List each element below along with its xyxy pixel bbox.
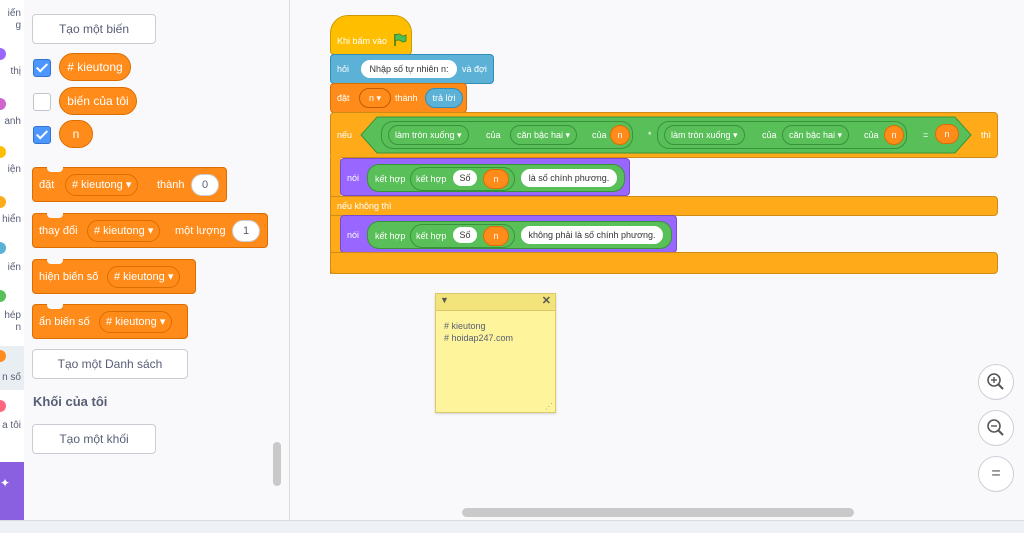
variable-reporter-kieutong[interactable]: # kieutong [59, 53, 131, 81]
category-variables-selected[interactable]: n số [0, 346, 24, 390]
resize-handle-icon[interactable]: ⋰ [545, 402, 553, 411]
category-sensing[interactable]: iến [0, 240, 24, 276]
variable-checkbox-kieutong[interactable] [33, 59, 51, 77]
zoom-in-icon[interactable] [978, 364, 1014, 400]
variable-reporter-my-variable[interactable]: biến của tôi [59, 87, 137, 115]
category-looks[interactable]: thị [0, 44, 24, 80]
value-field[interactable]: 1 [232, 220, 260, 242]
category-dot [0, 196, 6, 208]
extension-button[interactable]: ✦ [0, 462, 24, 520]
variable-reporter-n[interactable]: n [483, 169, 509, 189]
category-dot [0, 48, 6, 60]
text-field[interactable]: là số chính phương. [521, 169, 617, 187]
extension-icon: ✦ [0, 476, 11, 490]
set-n-block[interactable]: đặt n ▾ thành trả lời [330, 83, 467, 113]
make-block-button[interactable]: Tạo một khối [32, 424, 156, 454]
note-header[interactable]: ▼ ✕ [436, 294, 555, 311]
variable-reporter-n[interactable]: n [483, 226, 509, 246]
if-else-bottom [330, 252, 998, 274]
close-icon[interactable]: ✕ [541, 295, 551, 307]
say-block-1[interactable]: nói kết hợp kết hợp Số n là số chính phư… [340, 158, 630, 196]
variable-reporter-n[interactable]: n [59, 120, 93, 148]
answer-reporter[interactable]: trả lời [425, 88, 463, 108]
make-list-button[interactable]: Tạo một Danh sách [32, 349, 188, 379]
text-field[interactable]: không phải là số chính phương. [521, 226, 663, 244]
ask-prompt-field[interactable]: Nhập số tự nhiên n: [361, 60, 457, 78]
category-dot [0, 146, 6, 158]
if-else-block[interactable]: nếu thì làm tròn xuống ▾ của căn bậc hai… [330, 112, 998, 158]
join-operator-inner[interactable]: kết hợp Số n [410, 224, 515, 248]
category-sound[interactable]: anh [0, 94, 24, 130]
make-variable-button[interactable]: Tạo một biến [32, 14, 156, 44]
sqrt-dropdown[interactable]: căn bậc hai ▾ [782, 125, 850, 145]
say-block-2[interactable]: nói kết hợp kết hợp Số n không phải là s… [340, 215, 677, 253]
change-variable-block[interactable]: thay đổi # kieutong ▾ một lượng 1 [32, 213, 268, 248]
note-line: # kieutong [444, 321, 486, 331]
block-palette: Tạo một biến # kieutong biến của tôi n đ… [24, 0, 290, 520]
comment-note[interactable]: ▼ ✕ # kieutong # hoidap247.com ⋰ [435, 293, 556, 413]
text-field[interactable]: Số [453, 227, 477, 243]
variable-dropdown[interactable]: n ▾ [359, 88, 391, 108]
variable-dropdown[interactable]: # kieutong ▾ [87, 220, 161, 242]
palette-scrollbar[interactable] [273, 442, 281, 486]
collapse-icon[interactable]: ▼ [440, 295, 449, 305]
variable-reporter-n[interactable]: n [884, 125, 904, 145]
variable-reporter-n[interactable]: n [935, 124, 959, 144]
category-control[interactable]: hiển [0, 194, 24, 230]
category-dot [0, 98, 6, 110]
floor-operator-1[interactable]: làm tròn xuống ▾ của căn bậc hai ▾ của n [381, 121, 633, 149]
green-flag-icon [394, 33, 407, 46]
variable-dropdown[interactable]: # kieutong ▾ [107, 266, 181, 288]
category-events[interactable]: iện [0, 144, 24, 180]
floor-dropdown[interactable]: làm tròn xuống ▾ [388, 125, 469, 145]
category-dot [0, 242, 6, 254]
bottom-bar [0, 520, 1024, 533]
when-flag-clicked-block[interactable]: Khi bấm vào [330, 15, 412, 55]
category-variables-partial[interactable]: iến g [7, 8, 21, 31]
category-operators[interactable]: hép n [0, 288, 24, 334]
value-field[interactable]: 0 [191, 174, 219, 196]
variable-checkbox-my-variable[interactable] [33, 93, 51, 111]
category-menu: iến g thị anh iện hiển iến hép n n số a … [0, 0, 25, 532]
sqrt-dropdown[interactable]: căn bậc hai ▾ [510, 125, 578, 145]
set-variable-block[interactable]: đặt # kieutong ▾ thành 0 [32, 167, 227, 202]
note-line: # hoidap247.com [444, 333, 514, 343]
join-operator-inner[interactable]: kết hợp Số n [410, 167, 515, 191]
section-title-my-blocks: Khối của tôi [33, 394, 108, 409]
show-variable-block[interactable]: hiện biến số # kieutong ▾ [32, 259, 196, 294]
variable-dropdown[interactable]: # kieutong ▾ [99, 311, 173, 333]
floor-dropdown[interactable]: làm tròn xuống ▾ [664, 125, 745, 145]
join-operator-outer[interactable]: kết hợp kết hợp Số n không phải là số ch… [367, 221, 672, 249]
hide-variable-block[interactable]: ẩn biến số # kieutong ▾ [32, 304, 188, 339]
variable-checkbox-n[interactable] [33, 126, 51, 144]
floor-operator-2[interactable]: làm tròn xuống ▾ của căn bậc hai ▾ của n [657, 121, 907, 149]
variable-reporter-n[interactable]: n [610, 125, 630, 145]
zoom-reset-icon[interactable]: = [978, 456, 1014, 492]
ask-and-wait-block[interactable]: hỏi Nhập số tự nhiên n: và đợi [330, 54, 494, 84]
join-operator-outer[interactable]: kết hợp kết hợp Số n là số chính phương. [367, 164, 625, 192]
else-row: nếu không thì [330, 196, 998, 216]
category-my-blocks[interactable]: a tôi [0, 398, 24, 438]
category-dot [0, 290, 6, 302]
text-field[interactable]: Số [453, 170, 477, 186]
zoom-out-icon[interactable] [978, 410, 1014, 446]
category-dot [0, 350, 6, 362]
category-dot [0, 400, 6, 412]
workspace-horizontal-scrollbar[interactable] [462, 508, 854, 517]
variable-dropdown[interactable]: # kieutong ▾ [65, 174, 139, 196]
